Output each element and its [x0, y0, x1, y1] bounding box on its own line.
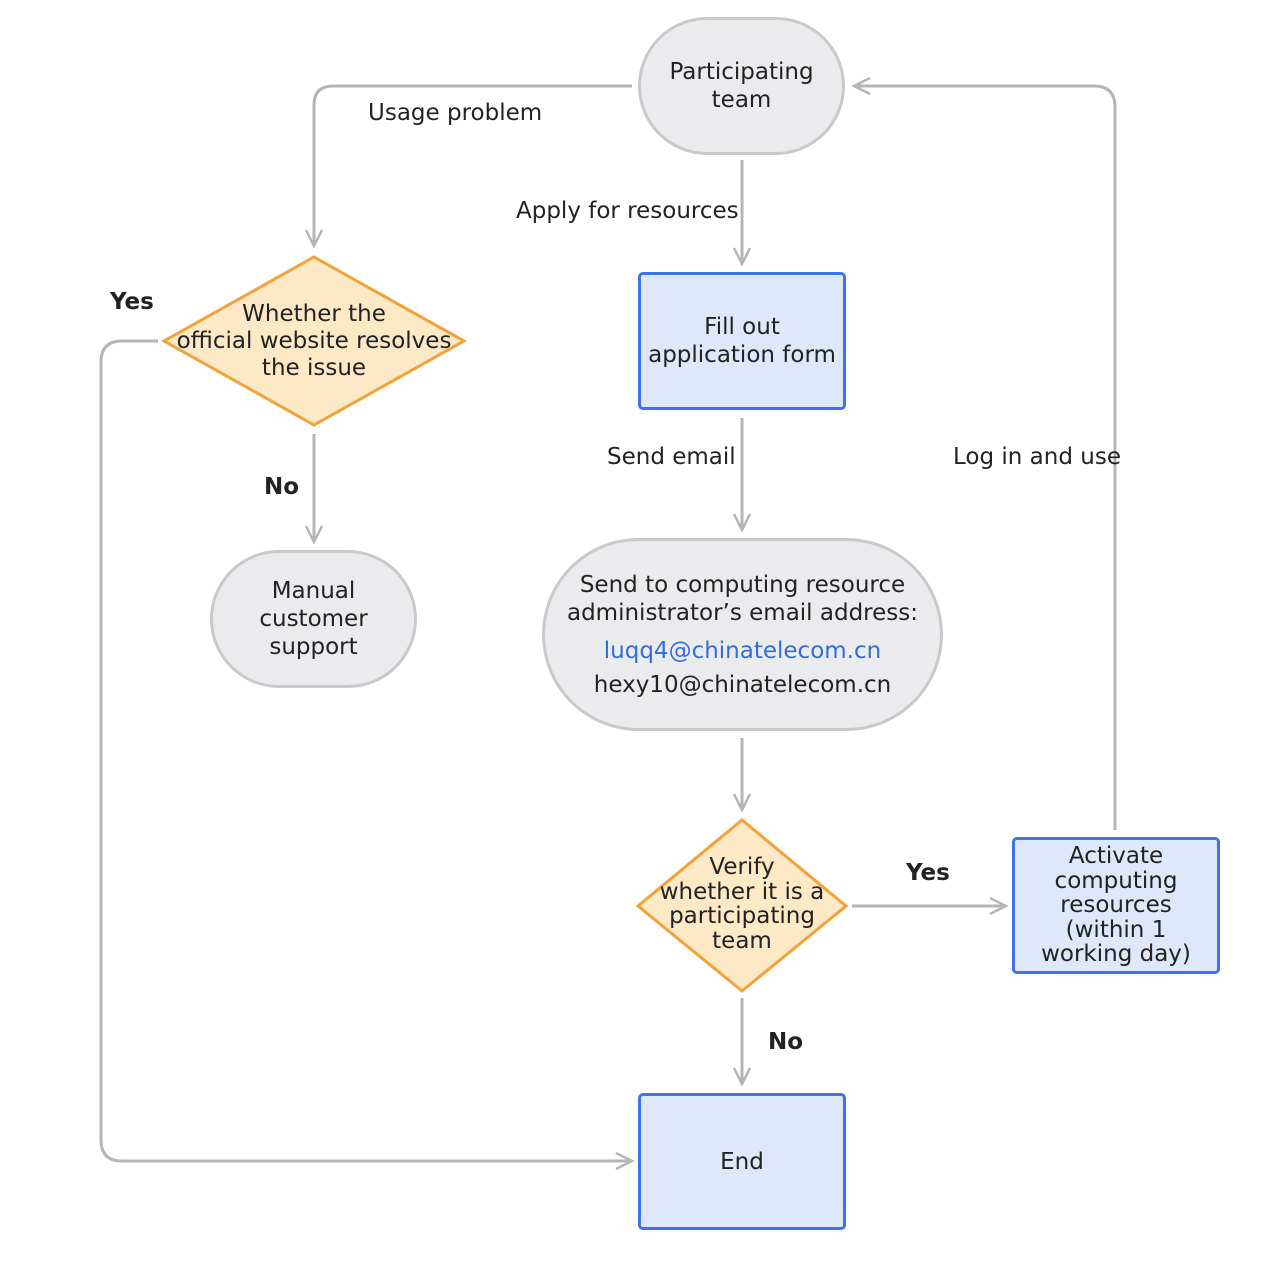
node-website-decision: Whether the official website resolves th… [164, 290, 464, 392]
label-yes-left: Yes [110, 289, 154, 315]
label-apply-resources: Apply for resources [516, 198, 739, 224]
node-end: End [638, 1093, 846, 1230]
node-manual-support-label: Manual customer support [259, 578, 368, 660]
label-no-left: No [264, 474, 300, 500]
verify-decision-shape [635, 818, 849, 993]
node-website-decision-label: Whether the official website resolves th… [176, 300, 452, 381]
label-yes-right: Yes [906, 860, 950, 886]
label-usage-problem: Usage problem [368, 100, 543, 126]
node-fill-form: Fill out application form [638, 272, 846, 410]
email-link-luqq4[interactable]: luqq4@chinatelecom.cn [603, 637, 882, 664]
node-participating-team: Participating team [638, 17, 845, 155]
edge-log-in-use [854, 86, 1117, 830]
website-decision-shape [160, 255, 468, 427]
email-hexy10: hexy10@chinatelecom.cn [593, 671, 892, 698]
edge-usage-problem [314, 84, 632, 246]
node-activate-label: Activate computing resources (within 1 w… [1041, 843, 1191, 968]
label-no-bottom: No [768, 1029, 804, 1055]
node-participating-team-label: Participating team [669, 59, 814, 113]
label-send-email: Send email [607, 444, 736, 470]
node-end-label: End [720, 1148, 764, 1175]
node-fill-form-label: Fill out application form [648, 314, 836, 368]
node-send-to-admin: Send to computing resource administrator… [542, 538, 943, 731]
node-activate: Activate computing resources (within 1 w… [1012, 837, 1220, 974]
node-manual-support: Manual customer support [210, 550, 417, 688]
label-log-in-use: Log in and use [953, 444, 1121, 470]
node-send-to-admin-label: Send to computing resource administrator… [566, 571, 918, 626]
edge-yes-left [99, 339, 632, 1161]
node-verify-decision: Verify whether it is a participating tea… [642, 852, 842, 956]
node-verify-decision-label: Verify whether it is a participating tea… [659, 854, 825, 954]
